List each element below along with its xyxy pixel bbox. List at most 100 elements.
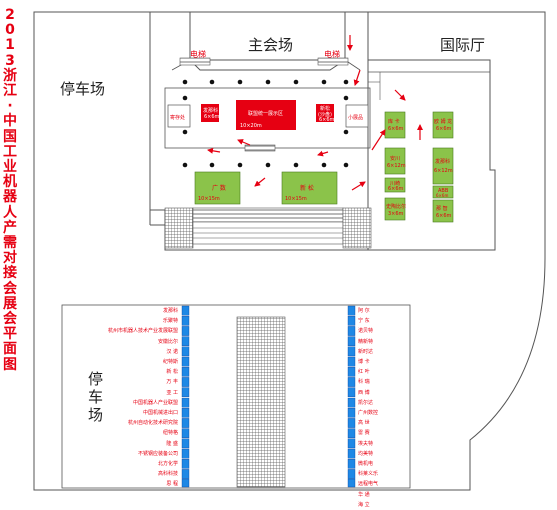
exhibitor-label: 科 瑞	[358, 379, 370, 386]
pillars	[182, 79, 349, 168]
outdoor-expo-area	[61, 304, 411, 489]
booth-green-left-size: 10×15m	[198, 196, 220, 202]
exhibitor-label: 杭州市机器人技术产业发展联盟	[107, 328, 178, 335]
booth-right-red-size: 6×6m	[319, 117, 335, 123]
exhibitor-label: 隆 盛	[166, 440, 178, 447]
booth-left-red-size: 6×6m	[204, 114, 220, 120]
exhibitor-label: 不锈钢应装备公司	[137, 450, 178, 457]
steps-mid	[192, 207, 344, 223]
outdoor-center-grid	[236, 316, 286, 488]
intl-right-bot-size: 6×6m	[436, 213, 452, 219]
booth-right-red-sub: (沙盘)	[318, 112, 332, 118]
exhibitor-label: 新 松	[166, 369, 178, 376]
intl-left-bot-name: 史陶比尔	[386, 204, 407, 210]
intl-right-top-size: 6×6m	[436, 126, 452, 132]
booth-storage	[167, 104, 191, 128]
booth-intl-left-top	[384, 111, 406, 139]
intl-left-low-size: 6×6m	[388, 186, 404, 192]
intl-left-low-name: 川崎	[390, 181, 401, 187]
exhibitor-label: 华 通	[358, 491, 370, 498]
exhibitor-label: 凯尔达	[358, 399, 374, 406]
intl-right-mid-size: 6×12m	[434, 168, 453, 174]
exhibitor-label: 乐聚特	[162, 318, 178, 325]
exhibitor-label: 思 程	[166, 481, 178, 488]
exhibitor-label: 汉 诺	[166, 348, 178, 355]
right-booth-column	[347, 305, 356, 488]
right-exhibitor-list: 阿 尔宁 东诺贝特精新特新时达博 卡红 叶科 瑞西 博凯尔达广州数控高 世雷 赛…	[358, 306, 408, 510]
page-title: 2013浙江·中国工业机器人产需对接会 展会平面图	[3, 7, 17, 373]
exhibitor-label: 纪特斯	[162, 359, 178, 366]
booth-intl-left-mid	[384, 147, 406, 175]
intl-left-mid-name: 安川	[390, 156, 401, 162]
booth-small-expo	[345, 104, 369, 128]
intl-right-top-name: 欧 姆 龙	[434, 119, 453, 125]
exhibitor-label: 高 世	[358, 420, 370, 427]
exhibitor-label: 西 博	[358, 389, 370, 396]
booth-center-size: 10×20m	[240, 123, 262, 129]
exhibitor-label: 海 立	[358, 501, 370, 508]
parking-top-label: 停车场	[60, 80, 106, 98]
booth-right-red	[316, 104, 334, 122]
booth-center	[236, 100, 296, 130]
booth-left-red	[201, 104, 219, 122]
main-hall-label: 主会场	[248, 36, 294, 54]
exhibitor-label: 雷 赛	[358, 430, 370, 437]
booth-intl-right-mid	[432, 147, 454, 185]
exhibitor-label: 红 叶	[358, 369, 370, 376]
intl-hall-label: 国际厅	[440, 36, 486, 54]
booth-intl-right-low	[432, 185, 454, 199]
booth-storage-label: 寄存处	[170, 115, 186, 121]
steps-left	[164, 207, 194, 249]
booth-green-left-name: 广 数	[212, 185, 226, 192]
exhibitor-label: 中国机械进出口	[142, 410, 178, 417]
exhibitor-label: 万 丰	[166, 379, 178, 386]
booth-center-name: 联盟统一展示区	[248, 111, 284, 117]
booth-intl-right-top	[432, 111, 454, 139]
exhibitor-label: 宁 东	[358, 318, 370, 325]
booth-intl-left-bot	[384, 197, 406, 221]
exhibitor-label: 亚 工	[166, 389, 178, 396]
intl-right-low-name: ABB	[438, 188, 449, 194]
exhibitor-label: 均美特	[358, 450, 374, 457]
elevator-left-label: 电梯	[190, 50, 206, 59]
elevator-right-box	[317, 57, 349, 66]
exhibitor-label: 杭州自动化技术研究院	[127, 420, 178, 427]
booth-green-mid-name: 新 松	[300, 185, 314, 192]
exhibitor-label: 博 卡	[358, 359, 370, 366]
elevator-left-box	[179, 57, 211, 66]
exhibitor-label: 高科科技	[157, 471, 178, 478]
parking-bottom-label: 停车场	[88, 370, 104, 424]
stage-outline	[189, 12, 346, 61]
flow-arrows	[207, 35, 423, 191]
exhibitor-label: 科莱义乐	[358, 471, 379, 478]
booth-right-red-name: 新松	[320, 106, 331, 112]
exhibitor-label: 诺贝特	[358, 328, 374, 335]
exhibitor-label: 精新特	[358, 338, 374, 345]
booth-green-left	[194, 171, 241, 205]
intl-left-bot-size: 3×6m	[388, 211, 404, 217]
intl-right-mid-name: 发那科	[435, 159, 451, 165]
steps-right	[342, 207, 372, 249]
booth-intl-left-low	[384, 177, 406, 193]
intl-right-bot-name: 那 智	[436, 206, 448, 212]
site-boundary	[33, 11, 546, 491]
main-hall-outline	[149, 12, 496, 251]
exhibitor-label: 新时达	[358, 348, 374, 355]
booth-green-mid-size: 10×15m	[285, 196, 307, 202]
exhibitor-label: 微机电	[358, 461, 374, 468]
exhibitor-label: 广州数控	[358, 410, 379, 417]
exhibitor-label: 远程电气	[358, 481, 379, 488]
exhibitor-label: 纽特格	[162, 430, 178, 437]
exhibitor-label: 阿 尔	[358, 308, 370, 314]
booth-small-expo-label: 小展品	[348, 115, 364, 121]
exhibitor-label: 埃夫特	[358, 440, 374, 447]
booth-left-red-name: 发那科	[203, 108, 219, 114]
left-exhibitor-list: 发那科乐聚特杭州市机器人技术产业发展联盟安徽比尔汉 诺纪特斯新 松万 丰亚 工中…	[60, 306, 178, 490]
exhibitor-label: 中国机器人产业联盟	[132, 399, 178, 406]
exhibitor-label: 北方化学	[157, 461, 178, 468]
booth-intl-right-bot	[432, 199, 454, 223]
exhibitor-label: 发那科	[162, 308, 178, 314]
intl-left-top-size: 6×6m	[388, 126, 404, 132]
elevator-right-label: 电梯	[324, 50, 340, 59]
